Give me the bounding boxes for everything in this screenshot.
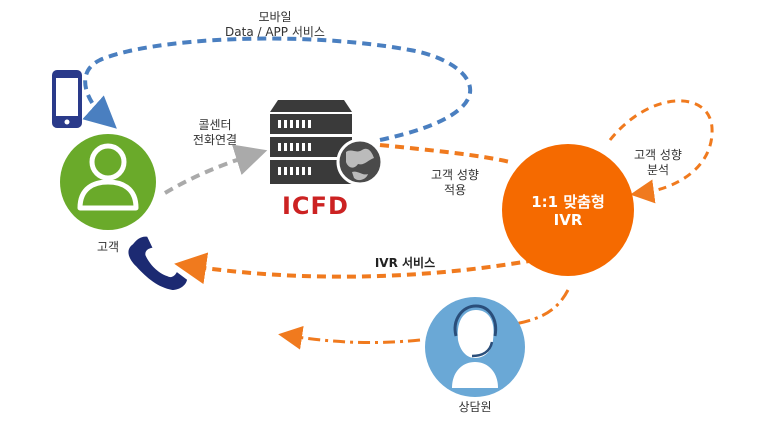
mobile-service-label: 모바일 Data / APP 서비스 — [200, 10, 350, 40]
headset-agent-icon — [425, 297, 525, 397]
ivr-circle — [502, 144, 634, 276]
apply-tendency-arrow — [379, 143, 511, 164]
tendency-analysis-label: 고객 성향 분석 — [618, 148, 698, 178]
analysis-line-1: 고객 성향 — [634, 148, 682, 162]
apply-line-2: 적용 — [443, 183, 467, 197]
apply-tendency-label: 고객 성향 적용 — [410, 168, 500, 198]
agent-callback-arrow — [278, 325, 421, 350]
ivr-line-2: IVR — [553, 211, 583, 229]
agent-label: 상담원 — [458, 400, 492, 414]
globe-icon — [336, 138, 384, 186]
tendency-analysis-loop-arrow — [608, 99, 714, 204]
customer-label: 고객 — [96, 240, 120, 254]
ivr-to-agent-arrow — [509, 289, 570, 327]
telephone-handset-icon — [128, 236, 188, 291]
callcenter-connect-arrow — [163, 144, 268, 195]
ivr-service-label: IVR 서비스 — [374, 256, 436, 270]
apply-line-1: 고객 성향 — [431, 168, 479, 182]
callcenter-line-2: 전화연결 — [192, 133, 238, 147]
mobile-line-1: 모바일 — [258, 10, 292, 24]
callcenter-line-1: 콜센터 — [198, 118, 232, 132]
mobile-service-loop-arrow — [82, 36, 473, 142]
ivr-line-1: 1:1 맞춤형 — [531, 193, 605, 211]
person-icon — [60, 134, 156, 230]
smartphone-icon — [52, 70, 82, 128]
ivr-service-arrow — [174, 252, 536, 285]
icfd-label: ICFD — [282, 192, 349, 220]
ivr-label: 1:1 맞춤형 IVR — [508, 193, 628, 229]
callcenter-label: 콜센터 전화연결 — [180, 118, 250, 148]
mobile-line-2: Data / APP 서비스 — [225, 25, 325, 39]
analysis-line-2: 분석 — [646, 163, 670, 177]
